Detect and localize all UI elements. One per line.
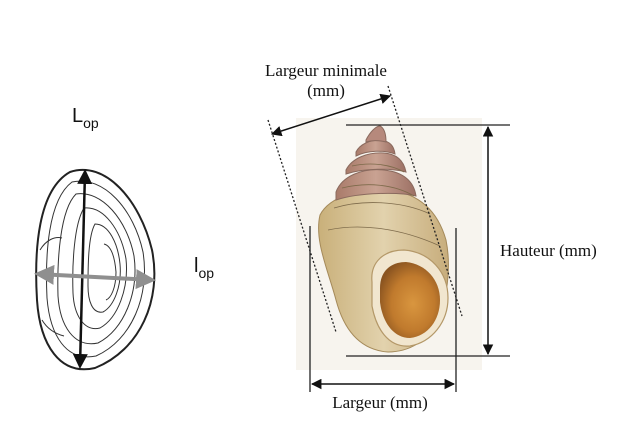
operculum-length-arrow [80,172,85,366]
min-width-label-line2: (mm) [307,81,345,100]
operculum-length-subscript: op [83,115,99,131]
operculum-width-label: lop [194,255,214,281]
shell-photo [296,118,482,370]
operculum-length-label: Lop [72,105,99,131]
width-label: Largeur (mm) [332,393,428,412]
operculum-width-subscript: op [198,265,214,281]
height-label: Hauteur (mm) [500,241,597,260]
operculum-drawing [36,170,154,369]
operculum-growth-lines [40,181,144,357]
operculum-length-symbol: L [72,105,83,127]
operculum-outline [36,170,154,369]
min-width-label-line1: Largeur minimale [265,61,387,80]
